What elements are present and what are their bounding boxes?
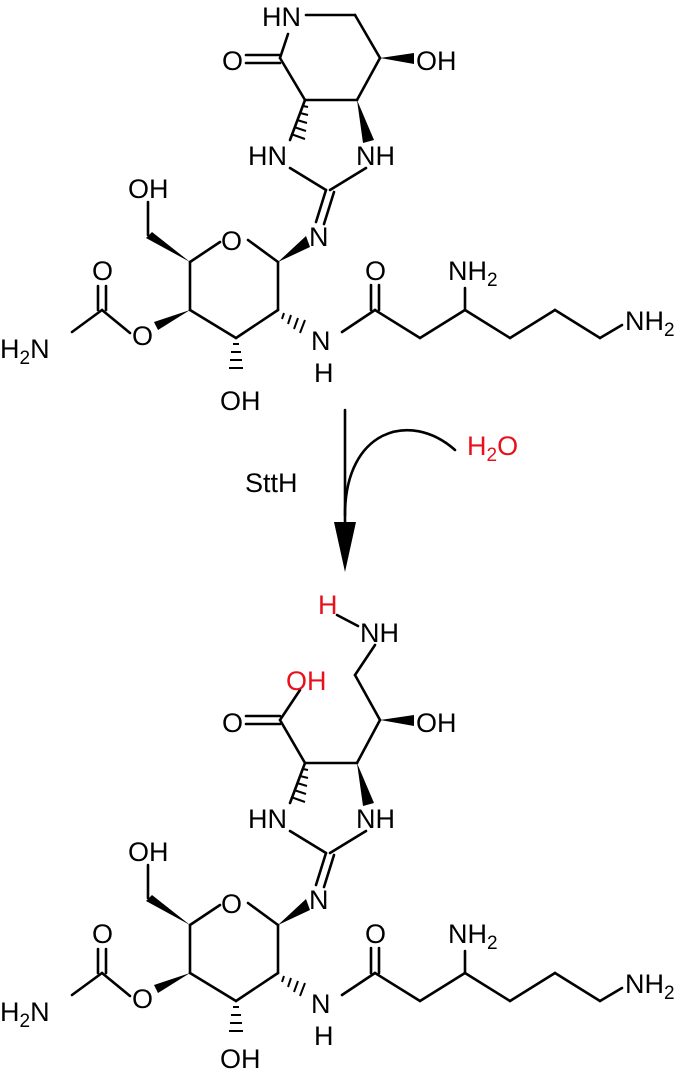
substrate-structure: HN OH O HN NH OH O N O O H2N O N H NH2 N…	[0, 2, 675, 416]
atom-pyran-o: O	[221, 226, 242, 256]
hashed-bond	[281, 975, 306, 997]
hashed-bond	[290, 768, 309, 803]
atom-ch2oh: OH	[128, 837, 169, 867]
atom-nh-right: NH	[356, 804, 395, 834]
atom-carbamate-o-top: O	[92, 919, 113, 949]
atom-acid-o: O	[222, 708, 243, 738]
hashed-bond	[290, 105, 309, 140]
atom-h2n: H2N	[0, 334, 50, 369]
atom-sugar-oh: OH	[220, 386, 261, 416]
enzyme-label: SttH	[245, 468, 298, 498]
reaction-arrow: SttH H2O	[245, 408, 518, 572]
atom-carbamate-o-ester: O	[132, 984, 153, 1014]
atom-nh-right: NH	[356, 141, 395, 171]
product-structure: H NH OH OH O HN NH OH O N O O H2N O N H …	[0, 590, 675, 1074]
atom-amine-nh: NH	[360, 618, 399, 648]
atom-sugar-oh: OH	[220, 1044, 261, 1074]
hashed-bond	[281, 312, 306, 334]
atom-nh2-end: NH2	[625, 306, 675, 341]
hashed-bond	[229, 343, 243, 369]
atom-side-oh: OH	[416, 708, 457, 738]
atom-ring-oh: OH	[416, 46, 457, 76]
atom-amide-n: N	[311, 989, 331, 1019]
atom-amide-h: H	[314, 358, 334, 388]
atom-hn-left: HN	[248, 141, 287, 171]
atom-nh2-mid: NH2	[448, 256, 498, 291]
atom-amide-h: H	[314, 1021, 334, 1051]
atom-lactam-o: O	[222, 46, 243, 76]
atom-ch2oh: OH	[128, 174, 169, 204]
atom-hn-left: HN	[248, 804, 287, 834]
atom-carbamate-o-ester: O	[132, 321, 153, 351]
atom-amide-o: O	[365, 256, 386, 286]
atom-nh2-mid: NH2	[448, 919, 498, 954]
atom-amide-o: O	[365, 919, 386, 949]
atom-added-oh: OH	[286, 666, 327, 696]
atom-pyran-o: O	[221, 889, 242, 919]
water-reagent: H2O	[467, 431, 518, 466]
atom-added-h: H	[318, 590, 338, 620]
atom-h2n: H2N	[0, 997, 50, 1032]
atom-carbamate-o-top: O	[92, 256, 113, 286]
atom-ring-nh: HN	[262, 2, 301, 32]
atom-nh2-end: NH2	[625, 969, 675, 1004]
atom-imine-n: N	[309, 885, 329, 915]
atom-imine-n: N	[309, 222, 329, 252]
atom-amide-n: N	[311, 326, 331, 356]
hashed-bond	[229, 1006, 243, 1032]
